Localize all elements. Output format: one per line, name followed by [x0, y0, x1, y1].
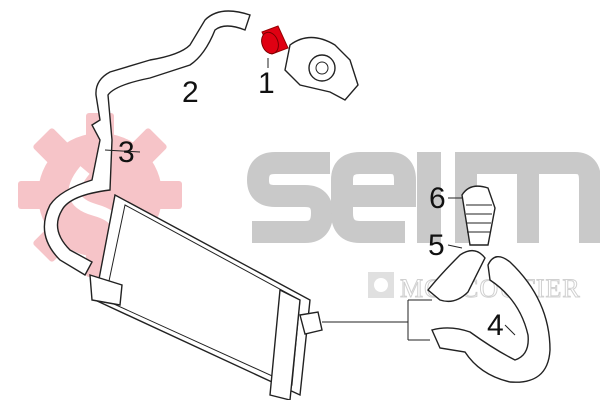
callout-3: 3 [118, 136, 135, 169]
bracket-line [407, 299, 432, 341]
leader-line [504, 324, 516, 336]
hose-part-2 [43, 10, 251, 276]
callout-4: 4 [487, 309, 504, 342]
callout-1: 1 [258, 67, 275, 100]
hose-part-4 [431, 256, 551, 383]
brand-logo [246, 152, 600, 243]
valve-part [284, 36, 359, 101]
callout-6: 6 [429, 182, 446, 215]
callout-5: 5 [428, 229, 445, 262]
leader-line [447, 244, 463, 249]
leader-line [104, 149, 141, 153]
callout-2: 2 [182, 76, 199, 109]
hose-part-5 [427, 250, 486, 303]
radiator-part [89, 193, 323, 400]
part-1-highlighted [261, 25, 289, 55]
mgi-logo-icon [368, 272, 394, 298]
hose-part-6 [461, 185, 496, 246]
